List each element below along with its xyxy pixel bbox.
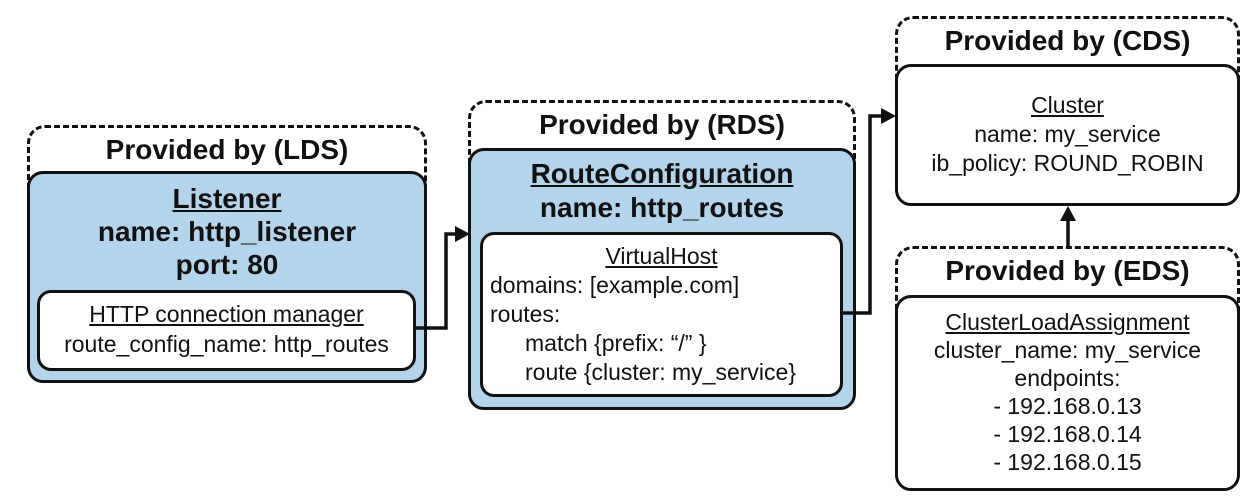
cluster-box: Cluster name: my_service ib_policy: ROUN…: [895, 64, 1240, 206]
arrowhead-cluster: [881, 108, 896, 124]
listener-title: Listener: [172, 183, 282, 214]
eds-header: Provided by (EDS): [945, 255, 1190, 286]
arrow-virtualhost-to-cluster: [843, 114, 882, 315]
virtualhost-routes-label: routes:: [490, 301, 561, 327]
arrow-hcm-to-route-config: [416, 232, 456, 330]
virtualhost-box: VirtualHost domains: [example.com] route…: [480, 232, 843, 397]
virtualhost-route-cluster: route {cluster: my_service}: [525, 359, 797, 385]
cla-title: ClusterLoadAssignment: [945, 309, 1190, 335]
cluster-load-assignment-box: ClusterLoadAssignment cluster_name: my_s…: [895, 295, 1240, 491]
virtualhost-domains: domains: [example.com]: [490, 272, 740, 298]
virtualhost-title: VirtualHost: [605, 243, 718, 269]
hcm-title: HTTP connection manager: [89, 301, 364, 327]
cla-endpoint: - 192.168.0.13: [993, 393, 1142, 419]
cluster-lb-policy: ib_policy: ROUND_ROBIN: [931, 150, 1204, 176]
eds-provider-frame: Provided by (EDS): [895, 246, 1240, 491]
cla-endpoint: - 192.168.0.15: [993, 449, 1142, 475]
cla-endpoint: - 192.168.0.14: [993, 421, 1142, 447]
virtualhost-route-match: match {prefix: “/” }: [525, 330, 707, 356]
cla-cluster-name: cluster_name: my_service: [933, 337, 1202, 363]
hcm-route-config: route_config_name: http_routes: [64, 331, 389, 357]
arrowhead-cds: [1060, 206, 1076, 221]
cla-endpoints-label: endpoints:: [1014, 365, 1121, 391]
rds-header: Provided by (RDS): [539, 109, 785, 140]
arrowhead-route-config: [455, 226, 470, 242]
lds-header: Provided by (LDS): [105, 134, 349, 165]
route-configuration-title: RouteConfiguration: [530, 158, 794, 189]
cluster-name: name: my_service: [974, 121, 1161, 147]
cluster-title: Cluster: [1031, 92, 1104, 118]
route-configuration-name: name: http_routes: [539, 192, 785, 223]
listener-name: name: http_listener: [97, 216, 357, 247]
listener-port: port: 80: [175, 249, 279, 280]
http-connection-manager-box: HTTP connection manager route_config_nam…: [37, 290, 416, 371]
cds-header: Provided by (CDS): [944, 25, 1191, 56]
